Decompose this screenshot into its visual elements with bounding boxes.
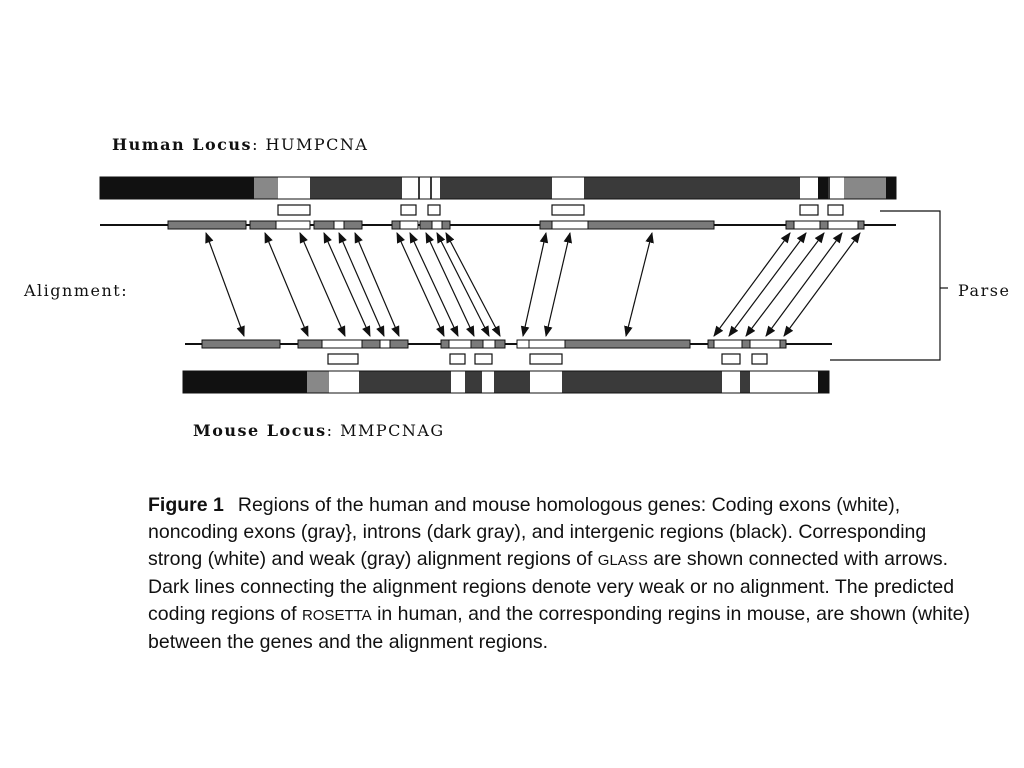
alignment-arrow [783, 232, 861, 337]
alignment-arrow [520, 231, 549, 338]
alignment-arrow [765, 232, 843, 337]
alignment-arrow [728, 232, 807, 337]
alignment-arrow [299, 232, 346, 337]
human-alignment-track [100, 220, 896, 230]
parse-label: Parse [958, 281, 1010, 300]
mouse-predicted-coding-regions [327, 353, 768, 365]
alignment-arrow [624, 231, 654, 338]
caption-glass: GLASS [597, 552, 648, 569]
alignment-arrows [205, 231, 861, 338]
alignment-arrow [323, 232, 371, 337]
alignment-arrow [264, 232, 309, 337]
alignment-arrow [425, 232, 475, 337]
caption-text-part3: in human, and the corresponding regins i… [148, 603, 971, 653]
mouse-locus-title: Mouse Locus: MMPCNAG [193, 421, 445, 440]
figure-label: Figure 1 [148, 494, 224, 516]
human-predicted-coding-regions [277, 204, 844, 216]
caption-rosetta: ROSETTA [301, 607, 372, 624]
alignment-arrow [543, 231, 573, 338]
parse-bracket [830, 210, 948, 361]
caption-text-part2: are shown connected with arrows. Dark li… [148, 548, 955, 625]
alignment-arrow [445, 232, 501, 337]
gene-alignment-diagram: Human Locus: HUMPCNA [23, 135, 1010, 440]
alignment-arrow [713, 232, 791, 337]
alignment-arrow [205, 231, 245, 338]
mouse-alignment-track [185, 339, 832, 349]
alignment-arrow [436, 232, 490, 337]
alignment-arrow [354, 232, 400, 337]
alignment-arrow [409, 232, 459, 337]
alignment-label: Alignment: [23, 281, 128, 300]
alignment-arrow [396, 232, 445, 337]
human-locus-title: Human Locus: HUMPCNA [112, 135, 368, 154]
human-gene-bar [99, 176, 897, 200]
caption-text-part1: Regions of the human and mouse homologou… [148, 494, 927, 570]
alignment-arrow [745, 232, 825, 337]
mouse-gene-bar [182, 370, 830, 394]
